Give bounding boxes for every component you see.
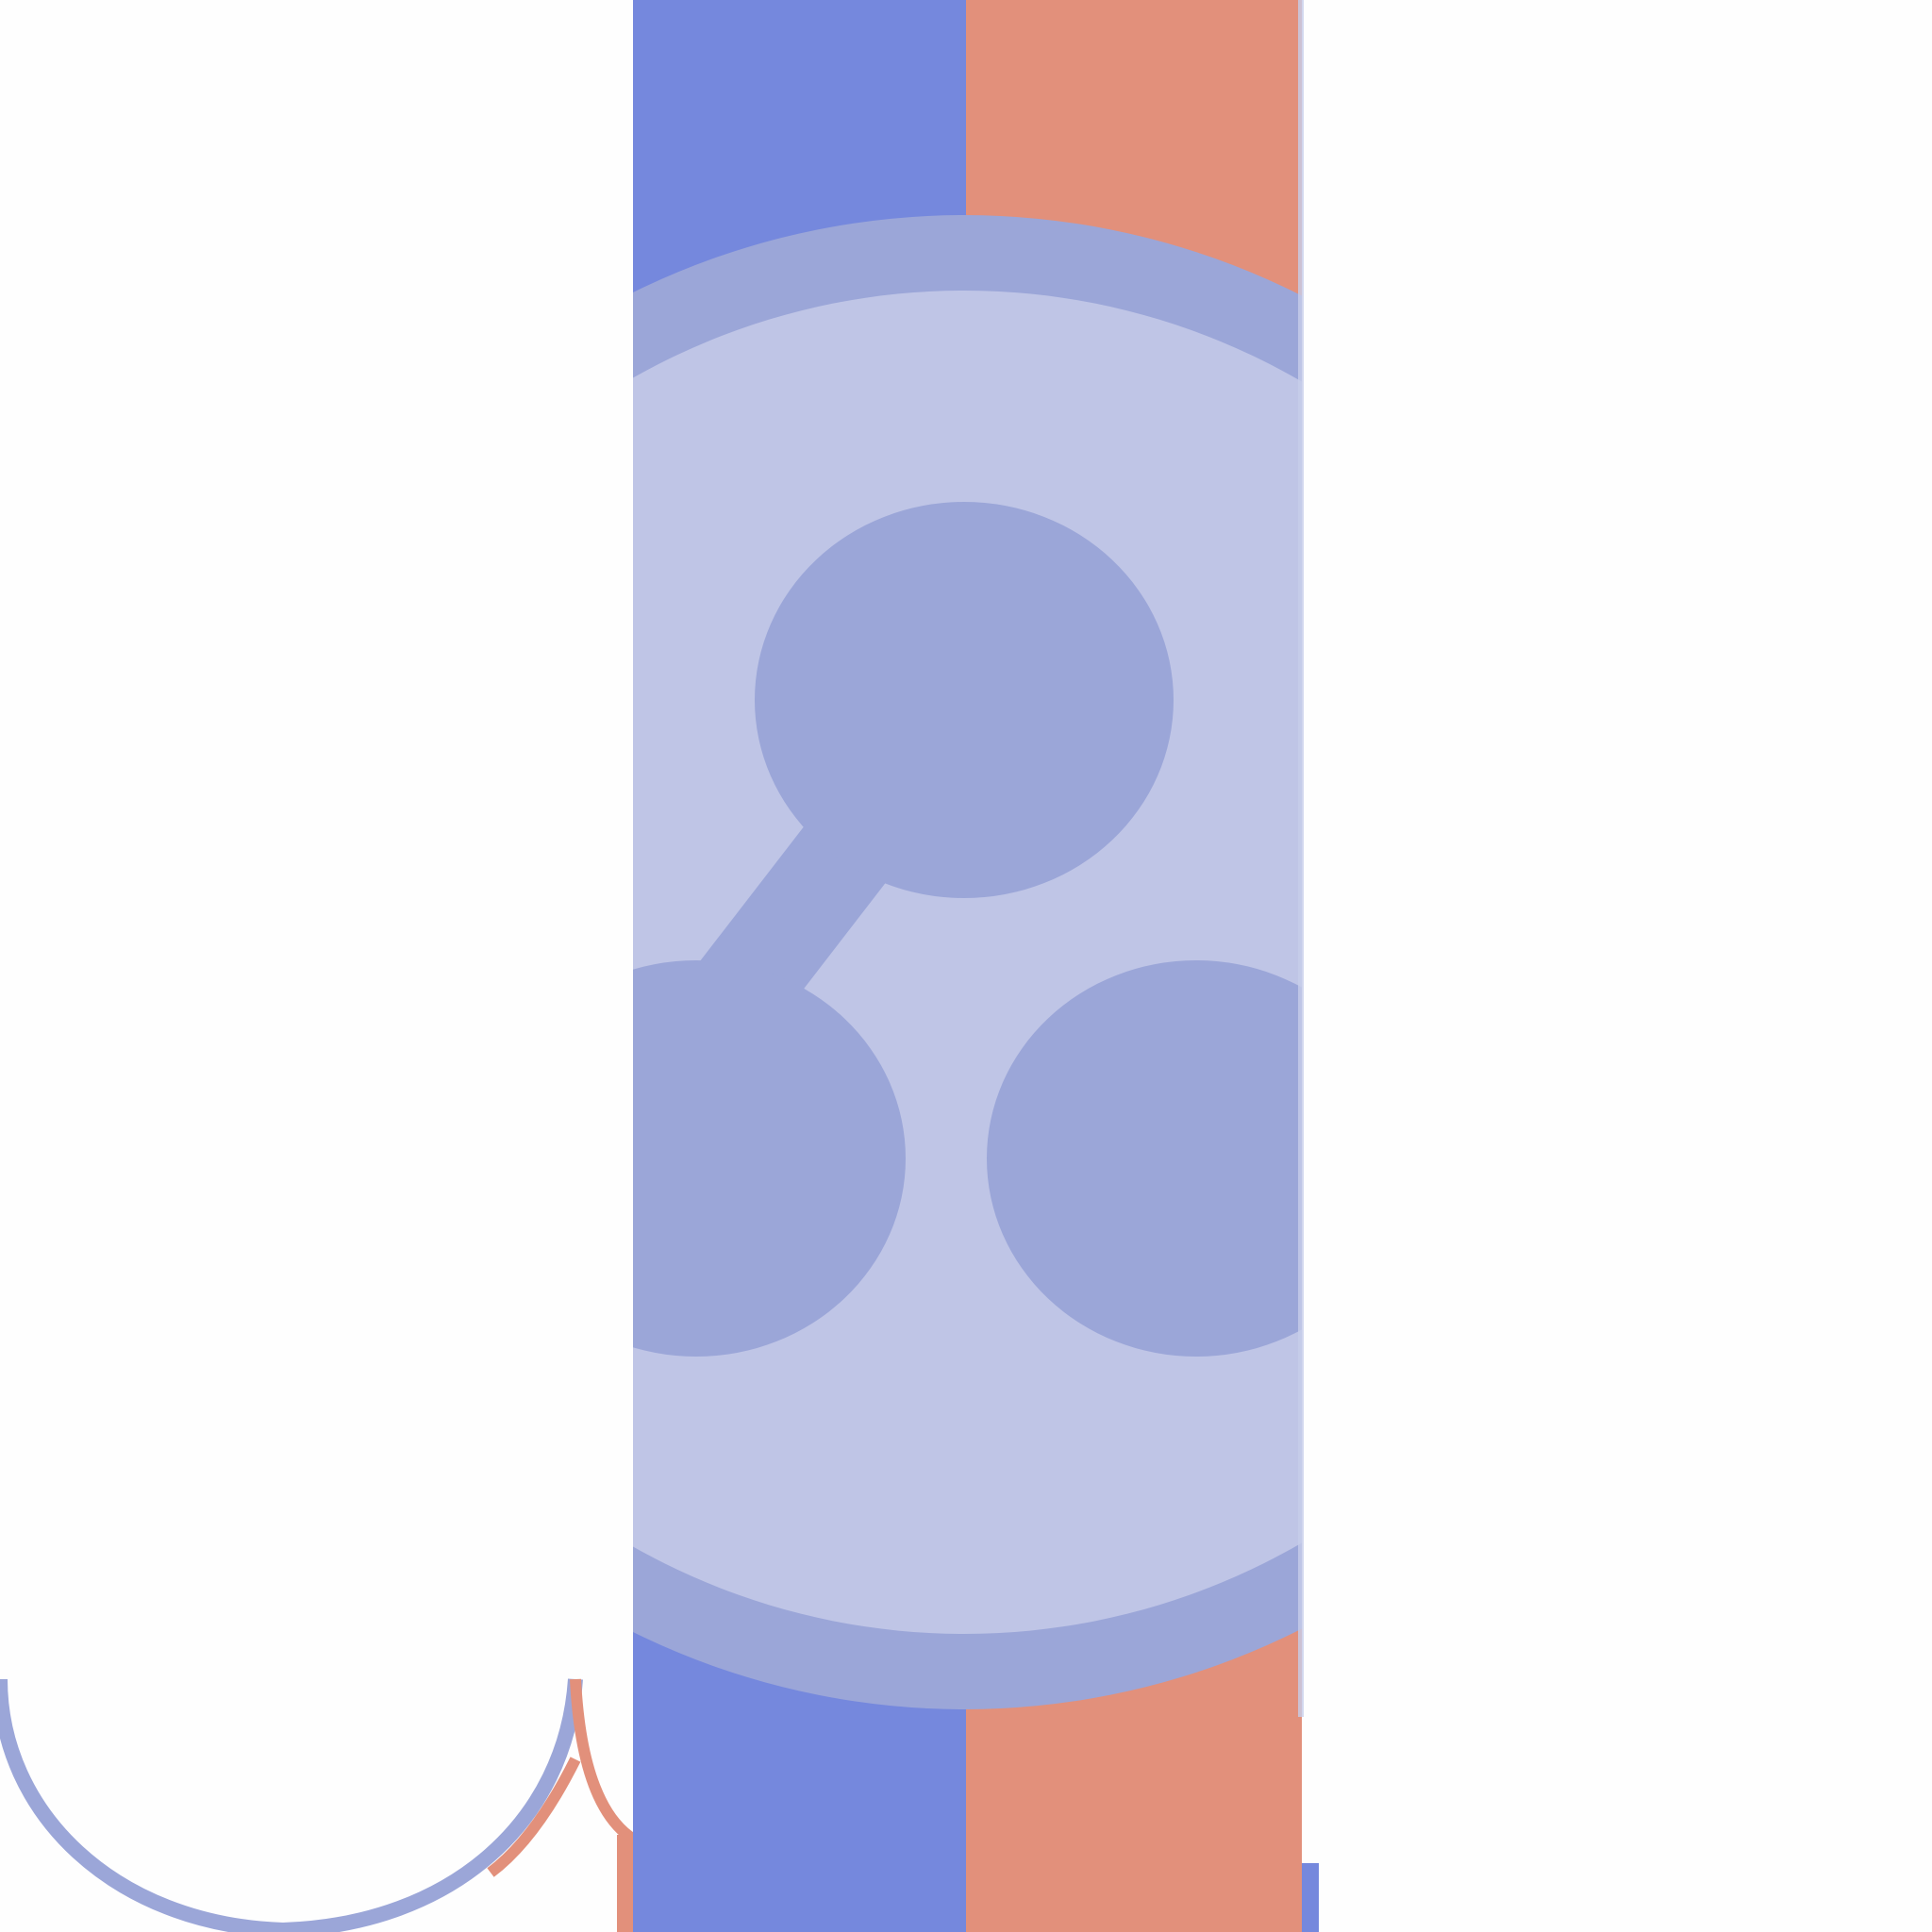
badge-fill (633, 291, 1302, 1634)
arc-outline-right-accent-lower (487, 1757, 581, 1877)
share-network-icon (633, 502, 1302, 1357)
lower-fragment-left (617, 1835, 634, 1932)
arc-outline-right-accent (570, 1678, 638, 1845)
arc-outline-left (0, 1678, 583, 1932)
share-node-right (987, 960, 1302, 1357)
share-node-left (633, 960, 906, 1357)
share-node-top (755, 502, 1174, 898)
strip-edge (1298, 0, 1304, 1717)
lower-fragment-right (1302, 1863, 1319, 1932)
